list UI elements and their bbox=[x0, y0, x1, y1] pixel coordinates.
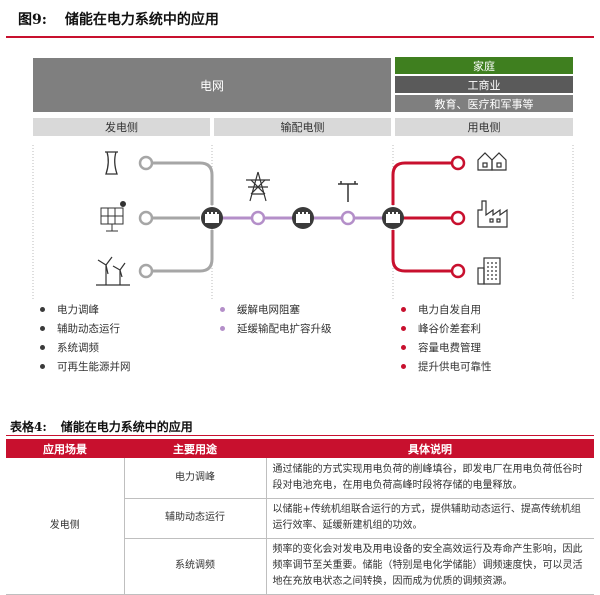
node-gen-3 bbox=[138, 263, 154, 279]
figure-title-text: 储能在电力系统中的应用 bbox=[64, 12, 219, 28]
bullet-text: 电力调峰 bbox=[57, 304, 99, 316]
bullet-dot bbox=[40, 326, 45, 331]
cell-use: 辅助动态运行 bbox=[124, 498, 267, 539]
bullet-text: 峰谷价差套利 bbox=[418, 323, 481, 335]
bullet-gen-1: 电力调峰 bbox=[40, 302, 99, 317]
cell-use: 系统调频 bbox=[124, 538, 267, 595]
bullet-dot bbox=[401, 345, 406, 350]
table-row: 辅助动态运行 以储能+传统机组联合运行的方式，提供辅助动态运行、提高传统机组运行… bbox=[6, 498, 594, 539]
bullet-text: 提升供电可靠性 bbox=[418, 361, 492, 373]
section-generation: 发电侧 bbox=[33, 118, 210, 136]
bullet-dot bbox=[40, 364, 45, 369]
line-con-top bbox=[391, 161, 455, 205]
bullet-con-1: 电力自发自用 bbox=[401, 302, 481, 317]
factory-icon bbox=[477, 200, 508, 228]
bullet-dot bbox=[401, 307, 406, 312]
box-public-label: 教育、医疗和军事等 bbox=[434, 97, 534, 111]
cell-desc: 频率的变化会对发电及用电设备的安全高效运行及寿命产生影响，因此频率调节至关重要。… bbox=[266, 538, 594, 595]
bullet-con-2: 峰谷价差套利 bbox=[401, 321, 481, 336]
storage-battery-icon bbox=[382, 207, 404, 229]
header-use: 主要用途 bbox=[124, 439, 266, 458]
bullet-trans-2: 延缓输配电扩容升级 bbox=[220, 321, 332, 336]
node-trans-1 bbox=[250, 210, 266, 226]
house-icon bbox=[477, 152, 507, 171]
bullet-gen-2: 辅助动态运行 bbox=[40, 321, 120, 336]
bullet-gen-4: 可再生能源并网 bbox=[40, 359, 131, 374]
bullet-dot bbox=[220, 326, 225, 331]
box-household-label: 家庭 bbox=[473, 59, 495, 73]
cell-desc: 以储能+传统机组联合运行的方式，提供辅助动态运行、提高传统机组运行效率、延缓新建… bbox=[266, 498, 594, 539]
office-building-icon bbox=[477, 257, 501, 285]
table-title: 表格4: 储能在电力系统中的应用 bbox=[6, 416, 594, 436]
bullet-con-4: 提升供电可靠性 bbox=[401, 359, 492, 374]
line-con-bottom bbox=[391, 230, 455, 273]
node-gen-1 bbox=[138, 155, 154, 171]
header-scene: 应用场景 bbox=[6, 439, 124, 458]
node-con-3 bbox=[450, 263, 466, 279]
grid-box: 电网 bbox=[33, 58, 391, 112]
wind-turbine-icon bbox=[96, 256, 130, 286]
bullet-dot bbox=[40, 345, 45, 350]
figure-title: 图9: 储能在电力系统中的应用 bbox=[6, 4, 594, 34]
bullet-text: 辅助动态运行 bbox=[57, 323, 120, 335]
line-gen-top bbox=[150, 161, 214, 205]
box-commercial: 工商业 bbox=[395, 76, 573, 93]
cell-use: 电力调峰 bbox=[124, 458, 267, 499]
header-desc: 具体说明 bbox=[266, 439, 594, 458]
figure-number: 图9: bbox=[18, 12, 47, 28]
bullet-text: 缓解电网阻塞 bbox=[237, 304, 300, 316]
bullet-dot bbox=[220, 307, 225, 312]
table-title-text: 储能在电力系统中的应用 bbox=[60, 419, 193, 434]
bullet-text: 电力自发自用 bbox=[418, 304, 481, 316]
storage-battery-icon bbox=[292, 207, 314, 229]
node-trans-2 bbox=[340, 210, 356, 226]
box-household: 家庭 bbox=[395, 57, 573, 74]
utility-pole-icon bbox=[338, 181, 358, 202]
figure-title-divider bbox=[6, 36, 594, 38]
box-public: 教育、医疗和军事等 bbox=[395, 95, 573, 112]
table-title-divider bbox=[6, 435, 594, 436]
bullet-trans-1: 缓解电网阻塞 bbox=[220, 302, 300, 317]
bullet-con-3: 容量电费管理 bbox=[401, 340, 481, 355]
table-number: 表格4: bbox=[10, 419, 47, 434]
energy-flow-diagram bbox=[32, 145, 574, 300]
grid-label: 电网 bbox=[199, 78, 224, 93]
section-transmission: 输配电侧 bbox=[214, 118, 391, 136]
table-header-row: 应用场景 主要用途 具体说明 bbox=[6, 439, 594, 458]
bullet-gen-3: 系统调频 bbox=[40, 340, 99, 355]
line-gen-bottom bbox=[150, 230, 214, 273]
bullet-text: 延缓输配电扩容升级 bbox=[237, 323, 332, 335]
bullet-dot bbox=[40, 307, 45, 312]
bullet-text: 可再生能源并网 bbox=[57, 361, 131, 373]
bullet-dot bbox=[401, 364, 406, 369]
solar-panel-icon bbox=[100, 201, 126, 232]
cell-scene: 发电侧 bbox=[6, 458, 125, 595]
section-consumption: 用电侧 bbox=[395, 118, 573, 136]
node-con-1 bbox=[450, 155, 466, 171]
cell-desc: 通过储能的方式实现用电负荷的削峰填谷，即发电厂在用电负荷低谷时段对电池充电，在用… bbox=[266, 458, 594, 499]
bullet-text: 容量电费管理 bbox=[418, 342, 481, 354]
node-con-2 bbox=[450, 210, 466, 226]
storage-battery-icon bbox=[201, 207, 223, 229]
section-consumption-label: 用电侧 bbox=[467, 121, 501, 134]
section-transmission-label: 输配电侧 bbox=[280, 121, 325, 134]
node-gen-2 bbox=[138, 210, 154, 226]
transmission-tower-icon bbox=[246, 171, 270, 202]
section-generation-label: 发电侧 bbox=[105, 121, 138, 134]
bullet-dot bbox=[401, 326, 406, 331]
bullet-text: 系统调频 bbox=[57, 342, 99, 354]
applications-table: 应用场景 主要用途 具体说明 发电侧 电力调峰 通过储能的方式实现用电负荷的削峰… bbox=[6, 439, 594, 595]
power-plant-icon bbox=[105, 151, 118, 175]
box-commercial-label: 工商业 bbox=[467, 78, 501, 92]
table-row: 发电侧 电力调峰 通过储能的方式实现用电负荷的削峰填谷，即发电厂在用电负荷低谷时… bbox=[6, 458, 594, 595]
